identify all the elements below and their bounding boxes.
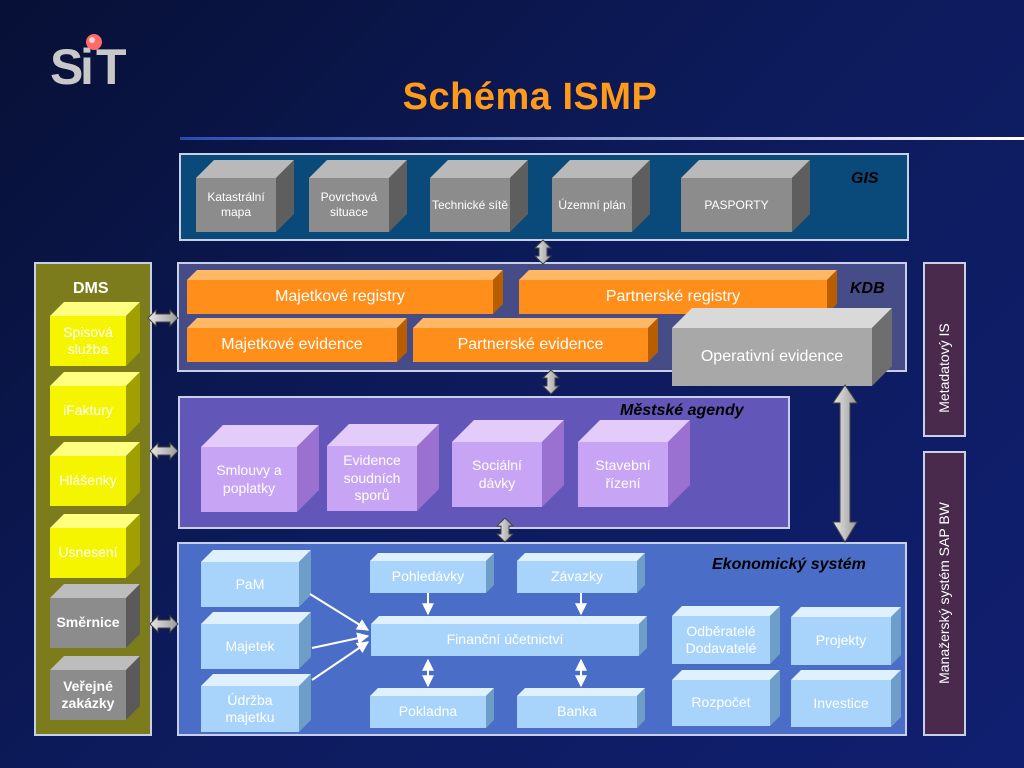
manazersky-system-label: Manažerský systém SAP BW bbox=[936, 502, 952, 684]
arrow-gis-kdb bbox=[533, 239, 553, 265]
title-underline bbox=[180, 137, 1024, 140]
projekty-box[interactable]: Projekty bbox=[791, 607, 901, 665]
mestske-agendy-label: Městské agendy bbox=[620, 402, 744, 419]
projekty-label: Projekty bbox=[791, 617, 891, 665]
gis-box-label: PASPORTY bbox=[681, 178, 792, 232]
hlasenky-box[interactable]: Hlášenky bbox=[50, 442, 140, 506]
odberatele-label: Odběratelé Dodavatelé bbox=[672, 616, 770, 664]
ekonomicky-system-label: Ekonomický systém bbox=[712, 556, 866, 573]
smernice-label: Směrnice bbox=[50, 598, 126, 648]
pokladna-box[interactable]: Pokladna bbox=[370, 688, 494, 728]
hlasenky-label: Hlášenky bbox=[50, 456, 126, 506]
investice-label: Investice bbox=[791, 680, 891, 727]
metadatovy-is-panel bbox=[923, 262, 966, 437]
ifaktury-label: iFaktury bbox=[50, 386, 126, 436]
dms-label: DMS bbox=[73, 280, 109, 297]
pam-box[interactable]: PaM bbox=[201, 550, 311, 607]
metadatovy-is-label: Metadatový IS bbox=[936, 323, 952, 413]
manazersky-system-panel bbox=[923, 451, 966, 736]
pohledavky-label: Pohledávky bbox=[370, 561, 486, 593]
verejne-zakazky-box[interactable]: Veřejné zakázky bbox=[50, 656, 140, 720]
arrow-operativni-ekonomicky bbox=[832, 384, 858, 543]
kdb-label: KDB bbox=[850, 280, 885, 297]
gis-box-povrchova-situace[interactable]: Povrchová situace bbox=[309, 160, 407, 232]
investice-box[interactable]: Investice bbox=[791, 670, 901, 727]
gis-box-label: Technické sítě bbox=[430, 178, 510, 232]
gis-box-label: Povrchová situace bbox=[309, 178, 389, 232]
gis-box-pasporty[interactable]: PASPORTY bbox=[681, 160, 810, 232]
svg-text:T: T bbox=[96, 39, 127, 90]
sit-logo: S i T bbox=[50, 32, 140, 90]
spisova-sluzba-label: Spisová služba bbox=[50, 316, 126, 366]
smernice-box[interactable]: Směrnice bbox=[50, 584, 140, 648]
usneseni-label: Usnesení bbox=[50, 528, 126, 578]
zavazky-label: Závazky bbox=[517, 561, 637, 593]
svg-text:i: i bbox=[80, 39, 94, 90]
evidence-sporu-box[interactable]: Evidence soudních sporů bbox=[327, 424, 439, 511]
smlouvy-box[interactable]: Smlouvy a poplatky bbox=[201, 425, 319, 512]
socialni-davky-box[interactable]: Sociální dávky bbox=[452, 420, 564, 507]
odberatele-box[interactable]: Odběratelé Dodavatelé bbox=[672, 606, 780, 664]
pam-label: PaM bbox=[201, 562, 299, 607]
gis-box-label: Územní plán bbox=[552, 178, 632, 232]
udrzba-label: Údržba majetku bbox=[201, 686, 299, 732]
financni-ucetnictvi-label: Finanční účetnictví bbox=[371, 624, 639, 656]
partnerske-evidence-box[interactable]: Partnerské evidence bbox=[413, 318, 658, 362]
verejne-zakazky-label: Veřejné zakázky bbox=[50, 670, 126, 720]
pohledavky-box[interactable]: Pohledávky bbox=[370, 553, 494, 593]
stavebni-rizeni-box[interactable]: Stavební řízení bbox=[578, 420, 690, 507]
partnerske-evidence-label: Partnerské evidence bbox=[413, 328, 648, 362]
operativni-evidence-label: Operativní evidence bbox=[672, 328, 872, 386]
smlouvy-label: Smlouvy a poplatky bbox=[201, 447, 297, 512]
gis-box-katastralni-mapa[interactable]: Katastrální mapa bbox=[196, 160, 294, 232]
page-title: Schéma ISMP bbox=[402, 76, 658, 118]
arrow-kdb-mestske bbox=[541, 369, 561, 395]
gis-box-uzemni-plan[interactable]: Územní plán bbox=[552, 160, 650, 232]
majetek-box[interactable]: Majetek bbox=[201, 612, 311, 669]
gis-box-technicke-site[interactable]: Technické sítě bbox=[430, 160, 528, 232]
financni-ucetnictvi-box[interactable]: Finanční účetnictví bbox=[371, 616, 647, 656]
majetkove-registry-box[interactable]: Majetkové registry bbox=[187, 270, 503, 314]
arrow-dms-ekonomicky bbox=[149, 614, 179, 634]
usneseni-box[interactable]: Usnesení bbox=[50, 514, 140, 578]
operativni-evidence-box[interactable]: Operativní evidence bbox=[672, 308, 892, 386]
banka-label: Banka bbox=[517, 696, 637, 728]
majetkove-registry-label: Majetkové registry bbox=[187, 280, 493, 314]
rozpocet-box[interactable]: Rozpočet bbox=[672, 670, 780, 726]
arrow-dms-mestske bbox=[149, 441, 179, 461]
banka-box[interactable]: Banka bbox=[517, 688, 645, 728]
spisova-sluzba-box[interactable]: Spisová služba bbox=[50, 302, 140, 366]
rozpocet-label: Rozpočet bbox=[672, 680, 770, 726]
ifaktury-box[interactable]: iFaktury bbox=[50, 372, 140, 436]
gis-label: GIS bbox=[851, 170, 879, 187]
evidence-sporu-label: Evidence soudních sporů bbox=[327, 446, 417, 511]
partnerske-registry-box[interactable]: Partnerské registry bbox=[519, 270, 837, 314]
socialni-davky-label: Sociální dávky bbox=[452, 442, 542, 507]
gis-box-label: Katastrální mapa bbox=[196, 178, 276, 232]
pokladna-label: Pokladna bbox=[370, 696, 486, 728]
majetek-label: Majetek bbox=[201, 624, 299, 669]
stavebni-rizeni-label: Stavební řízení bbox=[578, 442, 668, 507]
majetkove-evidence-box[interactable]: Majetkové evidence bbox=[187, 318, 407, 362]
majetkove-evidence-label: Majetkové evidence bbox=[187, 328, 397, 362]
svg-text:S: S bbox=[50, 39, 82, 90]
zavazky-box[interactable]: Závazky bbox=[517, 553, 645, 593]
udrzba-box[interactable]: Údržba majetku bbox=[201, 674, 311, 732]
arrow-dms-kdb bbox=[147, 308, 179, 328]
partnerske-registry-label: Partnerské registry bbox=[519, 280, 827, 314]
